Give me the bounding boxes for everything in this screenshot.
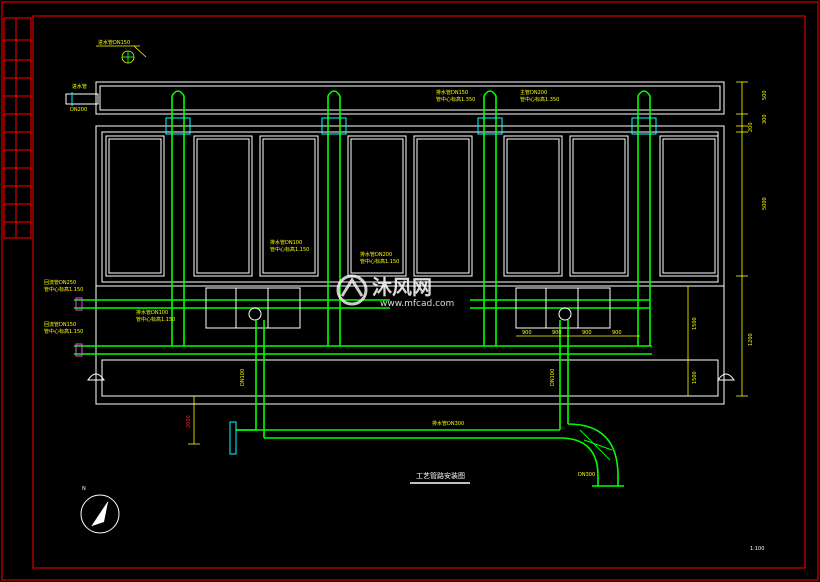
bottom-right-label: DN300 — [578, 472, 595, 478]
watermark-url: www.mfcad.com — [380, 299, 454, 309]
pipe-a2-label: 管中心标高1.350 — [436, 96, 475, 103]
right-dim-2: 300 — [762, 114, 768, 124]
right-dim-top: 500 — [762, 90, 768, 100]
left-pipe-upper-label: DN200 — [70, 107, 87, 113]
bottom-dim-0: 900 — [522, 330, 532, 336]
right-dim-3: 200 — [748, 122, 754, 132]
inner-border — [32, 15, 806, 569]
left-side-b-label: 回流管DN150 — [44, 321, 76, 328]
risers — [165, 90, 657, 346]
left-dim-label: 2000 — [186, 415, 192, 428]
lower-channel — [101, 359, 719, 397]
right-dim-low1: 1200 — [748, 333, 754, 346]
bottom-dim-1: 900 — [552, 330, 562, 336]
bottom-pipe-label: 排水管DN300 — [432, 420, 464, 427]
bottom-dim-3: 900 — [612, 330, 622, 336]
left-end — [87, 373, 105, 381]
drawing-title: 工艺管路安装图 — [416, 471, 465, 480]
vert-right-label: DN100 — [550, 369, 556, 386]
pipe-b2-label: 管中心标高1.350 — [520, 96, 559, 103]
main-tank — [95, 125, 725, 405]
right-dim-main: 5000 — [762, 197, 768, 210]
headers — [74, 297, 652, 357]
right-end — [717, 373, 735, 381]
right-dim-low3: 1500 — [692, 371, 698, 384]
watermark-brand: 沐风网 — [372, 275, 432, 299]
top-channel — [95, 81, 725, 115]
left-side-a-label: 回流管DN250 — [44, 279, 76, 286]
top-left-pipe-label: 进水管DN150 — [98, 39, 130, 46]
filter-cells — [105, 135, 719, 277]
lower-a2-label: 管中心标高1.150 — [136, 316, 175, 323]
left-dimension: 2000 — [186, 396, 200, 445]
scale-note: 1:100 — [750, 546, 764, 552]
lower-a-label: 排水管DN100 — [136, 309, 168, 316]
mid-a2-label: 管中心标高1.150 — [270, 246, 309, 253]
left-inlet-pipe: 进水管 DN200 — [65, 83, 99, 113]
left-side-b2-label: 管中心标高1.150 — [44, 328, 83, 335]
annotations: 排水管DN150 管中心标高1.350 主管DN200 管中心标高1.350 排… — [44, 89, 595, 478]
revision-strip — [3, 17, 32, 239]
north-label: N — [82, 486, 86, 492]
left-side-a2-label: 管中心标高1.150 — [44, 286, 83, 293]
vert-left-label: DN100 — [240, 369, 246, 386]
pipe-a-label: 排水管DN150 — [436, 89, 468, 96]
left-pipe-top-label: 进水管 — [72, 83, 87, 90]
watermark: 沐风网 www.mfcad.com — [336, 274, 454, 309]
right-dim-low2: 1500 — [692, 317, 698, 330]
bottom-piping — [229, 320, 624, 487]
right-dimensions: 500 300 200 5000 1200 1500 1500 — [687, 81, 768, 397]
mid-b-label: 排水管DN200 — [360, 251, 392, 258]
chamber-dimensions: 900 900 900 900 — [516, 330, 640, 337]
central-chambers — [205, 287, 611, 329]
mid-a-label: 排水管DN100 — [270, 239, 302, 246]
bottom-dim-2: 900 — [582, 330, 592, 336]
inlet-marker: 进水管DN150 — [96, 39, 147, 64]
mid-b2-label: 管中心标高1.150 — [360, 258, 399, 265]
pipe-b-label: 主管DN200 — [520, 89, 547, 96]
top-channel-inner — [99, 85, 721, 111]
north-arrow: N — [80, 486, 120, 534]
